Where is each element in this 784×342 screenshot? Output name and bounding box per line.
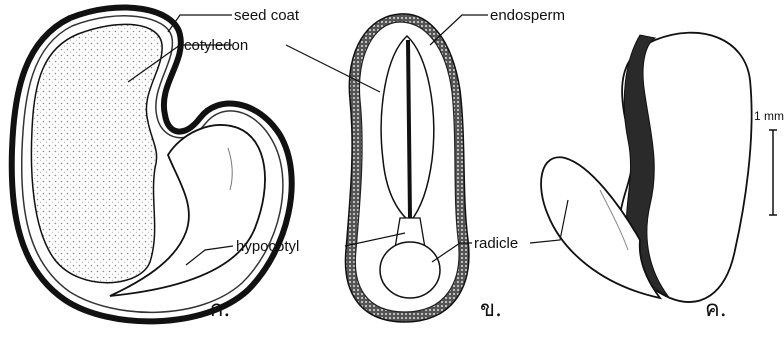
scale-bar-label: 1 mm: [754, 109, 784, 123]
label-hypocotyl: hypocotyl: [236, 238, 299, 255]
panel-letter-a: ก.: [210, 297, 230, 322]
label-radicle: radicle: [474, 235, 518, 252]
panel-b-cotyledon-split: [408, 40, 410, 218]
panel-letter-c: ค.: [705, 297, 727, 322]
scale-bar: 1 mm: [754, 109, 784, 215]
panel-a-cotyledon: [31, 24, 162, 282]
label-cotyledon: cotyledon: [184, 37, 248, 54]
panel-b-seed: [345, 14, 468, 322]
panel-b-radicle: [380, 242, 440, 298]
label-endosperm: endosperm: [490, 7, 565, 24]
panel-c-embryo: [541, 33, 752, 302]
label-seed-coat: seed coat: [234, 7, 300, 24]
panel-a-seed: [12, 7, 292, 321]
panel-letter-b: ข.: [480, 297, 502, 322]
